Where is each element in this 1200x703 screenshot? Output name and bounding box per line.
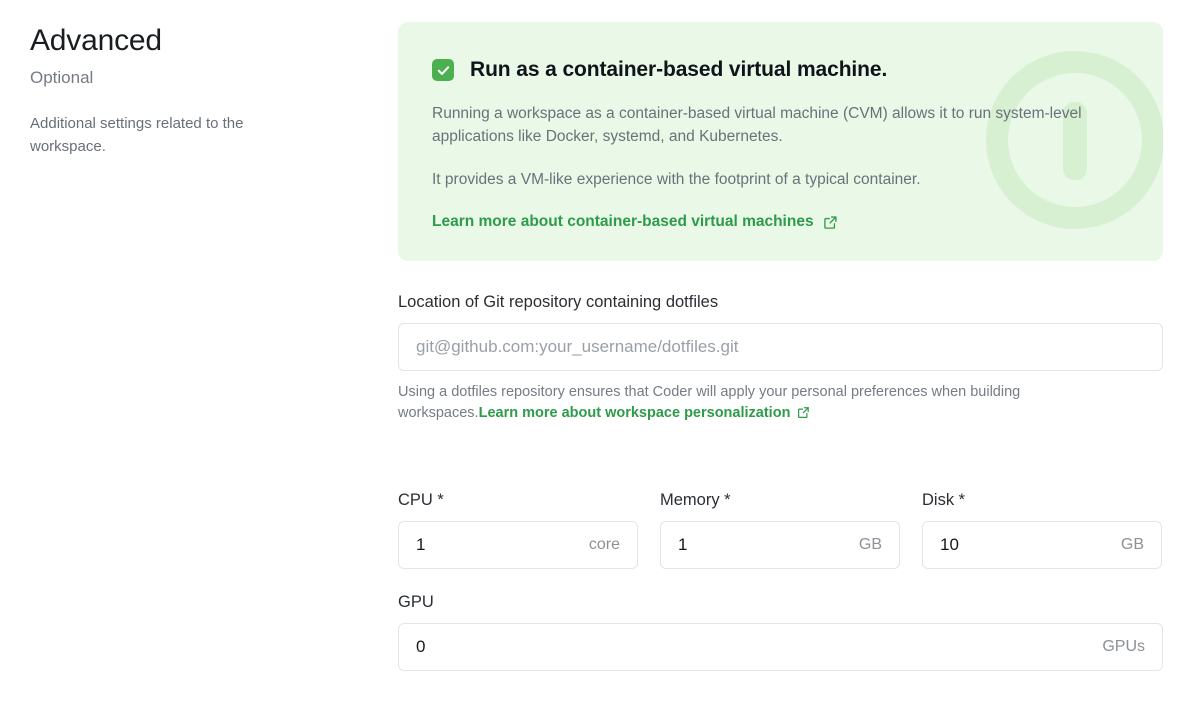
dotfiles-input-placeholder: git@github.com:your_username/dotfiles.gi… — [416, 337, 739, 356]
memory-input[interactable]: 1 GB — [660, 521, 900, 569]
memory-unit: GB — [858, 536, 882, 553]
gpu-field-block: GPU 0 GPUs — [398, 591, 1163, 671]
cvm-paragraph-1: Running a workspace as a container-based… — [432, 105, 1082, 145]
section-sidebar: Advanced Optional Additional settings re… — [30, 22, 370, 158]
disk-label: Disk * — [922, 491, 966, 509]
gpu-value: 0 — [416, 637, 426, 656]
memory-field-block: Memory * 1 GB — [660, 489, 900, 569]
cpu-label: CPU * — [398, 491, 444, 509]
dotfiles-help-sentence: Using a dotfiles repository ensures that… — [398, 384, 1021, 421]
cpu-field-block: CPU * 1 core — [398, 489, 638, 569]
dotfiles-learn-more-label: Learn more about workspace personalizati… — [478, 405, 791, 421]
page-title: Advanced — [30, 24, 162, 57]
resource-row: CPU * 1 core Memory * 1 GB Disk * 10 GB — [398, 489, 1163, 569]
dotfiles-help-text: Using a dotfiles repository ensures that… — [398, 382, 1140, 424]
cvm-title: Run as a container-based virtual machine… — [470, 58, 888, 81]
gpu-input[interactable]: 0 GPUs — [398, 623, 1163, 671]
cvm-checkbox[interactable] — [432, 59, 454, 81]
disk-input[interactable]: 10 GB — [922, 521, 1162, 569]
cvm-paragraph-2: It provides a VM-like experience with th… — [432, 171, 921, 188]
disk-field-block: Disk * 10 GB — [922, 489, 1162, 569]
disk-unit: GB — [1120, 536, 1144, 553]
external-link-icon — [797, 406, 810, 419]
cpu-value: 1 — [416, 535, 426, 554]
memory-value: 1 — [678, 535, 688, 554]
page-subtitle: Optional — [30, 68, 94, 87]
dotfiles-field-block: Location of Git repository containing do… — [398, 291, 1163, 424]
cpu-unit: core — [588, 536, 620, 553]
dotfiles-label: Location of Git repository containing do… — [398, 293, 719, 311]
dotfiles-input[interactable]: git@github.com:your_username/dotfiles.gi… — [398, 323, 1163, 371]
settings-form: Run as a container-based virtual machine… — [398, 22, 1163, 671]
checkmark-icon — [437, 65, 449, 75]
external-link-icon — [823, 215, 838, 230]
disk-value: 10 — [940, 535, 959, 554]
cvm-learn-more-label: Learn more about container-based virtual… — [432, 213, 814, 230]
memory-label: Memory * — [660, 491, 731, 509]
gpu-label: GPU — [398, 593, 434, 611]
page-description: Additional settings related to the works… — [30, 115, 244, 155]
cpu-input[interactable]: 1 core — [398, 521, 638, 569]
gpu-unit: GPUs — [1102, 638, 1145, 655]
cvm-learn-more-link[interactable]: Learn more about container-based virtual… — [432, 213, 838, 231]
dotfiles-learn-more-link[interactable]: Learn more about workspace personalizati… — [479, 405, 811, 421]
cvm-info-card: Run as a container-based virtual machine… — [398, 22, 1163, 261]
